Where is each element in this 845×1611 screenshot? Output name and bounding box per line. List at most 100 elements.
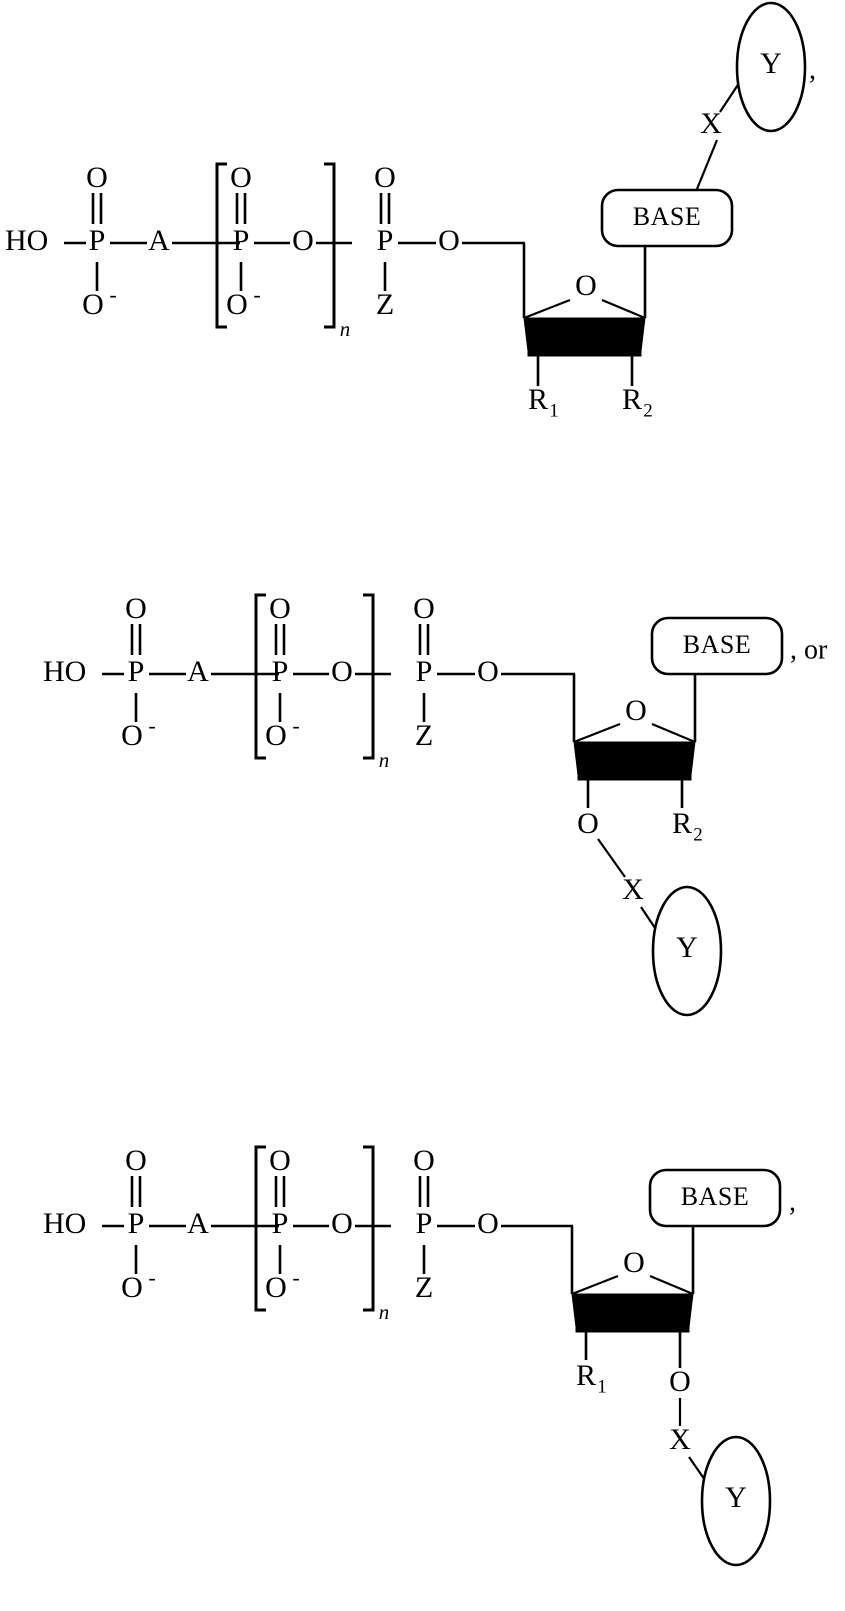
atom-P-repeat-2: P <box>272 655 289 688</box>
charge-minus-alpha-1: - <box>109 282 116 307</box>
atom-O-minus-alpha-3: O <box>121 1271 143 1304</box>
atom-O-double-gamma-3: O <box>413 1144 435 1177</box>
label-R2-subscript-1: 2 <box>643 400 653 421</box>
charge-minus-alpha-2: - <box>148 713 155 738</box>
atom-O-ring-3: O <box>623 1246 645 1279</box>
label-X-1: X <box>700 107 722 140</box>
terminal-punctuation-3: , <box>789 1186 796 1217</box>
structure-2: HO P O O - A P O O - O <box>43 592 828 1017</box>
atom-O-minus-repeat-1: O <box>226 288 248 321</box>
bond-C4prime-Oring-1 <box>523 298 571 320</box>
atom-Z-2: Z <box>415 719 433 752</box>
terminus-label-HO: HO <box>5 224 48 257</box>
label-R2-1: R <box>622 383 642 416</box>
bracket-right-1 <box>324 162 336 329</box>
bond-Oring-C1prime-2 <box>651 722 696 744</box>
base-label-2: BASE <box>683 630 751 659</box>
label-X-3: X <box>669 1423 691 1456</box>
sugar-ring-3: O R 1 O <box>571 1226 695 1398</box>
atom-O-ester-3: O <box>477 1207 499 1240</box>
bond-base-X-1 <box>695 139 719 190</box>
bond-Oring-C1prime-3 <box>649 1274 694 1296</box>
bond-Oring-C1prime-1 <box>601 298 646 320</box>
atom-O-ester-1: O <box>438 224 460 257</box>
atom-O-double-alpha-2: O <box>125 592 147 625</box>
atom-A-3: A <box>187 1207 209 1240</box>
base-label-1: BASE <box>633 202 701 231</box>
y-ellipse-1 <box>735 1 807 133</box>
atom-P-repeat-1: P <box>233 224 250 257</box>
backbone-chain-1: HO P O O - A P O O <box>5 161 526 341</box>
terminal-punctuation-2: , or <box>790 634 828 665</box>
base-box-3: BASE <box>648 1168 782 1228</box>
bracket-left-1 <box>215 162 227 329</box>
atom-O-minus-repeat-2: O <box>265 719 287 752</box>
atom-O-ester-2: O <box>477 655 499 688</box>
atom-O-bridge-2: O <box>331 655 353 688</box>
atom-Z-1: Z <box>376 288 394 321</box>
sugar-ring-2: O O R 2 <box>573 674 703 845</box>
label-R1-1: R <box>528 383 548 416</box>
structure-1: HO P O O - A P O O <box>5 1 816 421</box>
base-box-outline-2 <box>650 616 784 676</box>
atom-O-double-alpha-1: O <box>86 161 108 194</box>
atom-O-double-repeat-3: O <box>269 1144 291 1177</box>
atom-P-alpha-1: P <box>89 224 106 257</box>
atom-A-1: A <box>148 224 170 257</box>
label-Y-3: Y <box>725 1481 747 1514</box>
label-R1-subscript-3: 1 <box>597 1376 607 1397</box>
charge-minus-repeat-1: - <box>253 282 260 307</box>
atom-O-minus-alpha-1: O <box>82 288 104 321</box>
backbone-chain-3: HO P O O - A P O O - O <box>43 1144 574 1324</box>
backbone-chain-2: HO P O O - A P O O - O <box>43 592 576 772</box>
sugar-ring-1: O R 1 R 2 <box>523 247 653 421</box>
terminus-label-HO-2: HO <box>43 655 86 688</box>
base-box-outline-3 <box>648 1168 782 1228</box>
bracket-subscript-n-2: n <box>379 748 390 772</box>
atom-O-bridge-3: O <box>331 1207 353 1240</box>
y-ellipse-3 <box>700 1435 772 1567</box>
terminal-punctuation-1: , <box>809 54 816 85</box>
atom-P-alpha-2: P <box>128 655 145 688</box>
label-Y-2: Y <box>676 931 698 964</box>
structure-3: HO P O O - A P O O - O <box>43 1144 796 1567</box>
base-box-2: BASE <box>650 616 784 676</box>
base-label-3: BASE <box>681 1182 749 1211</box>
bracket-right-2 <box>363 593 375 760</box>
bond-C4prime-Oring-2 <box>573 722 621 744</box>
ring-front-bar-2 <box>577 769 692 781</box>
atom-A-2: A <box>187 655 209 688</box>
atom-O-2prime-3: O <box>669 1365 691 1398</box>
terminus-label-HO-3: HO <box>43 1207 86 1240</box>
linker-XY-1: X Y <box>695 1 807 190</box>
bracket-subscript-n-1: n <box>340 317 351 341</box>
label-R2-2: R <box>672 807 692 840</box>
atom-O-3prime-2: O <box>577 807 599 840</box>
atom-O-double-repeat-1: O <box>230 161 252 194</box>
bond-O-X-2 <box>597 838 626 878</box>
label-R1-subscript-1: 1 <box>549 400 559 421</box>
label-Y-1: Y <box>760 47 782 80</box>
bracket-subscript-n-3: n <box>379 1300 390 1324</box>
linker-XY-2: X Y <box>597 838 723 1017</box>
atom-O-double-gamma-2: O <box>413 592 435 625</box>
bracket-left-2 <box>254 593 266 760</box>
y-ellipse-2 <box>651 885 723 1017</box>
linker-XY-3: X Y <box>669 1398 772 1567</box>
charge-minus-repeat-3: - <box>292 1265 299 1290</box>
label-X-2: X <box>622 873 644 906</box>
label-R1-3: R <box>576 1359 596 1392</box>
bond-C4prime-Oring-3 <box>571 1274 619 1296</box>
atom-P-gamma-2: P <box>416 655 433 688</box>
ring-front-bar-3 <box>575 1321 690 1333</box>
atom-Z-3: Z <box>415 1271 433 1304</box>
atom-O-bridge-1: O <box>292 224 314 257</box>
atom-O-minus-alpha-2: O <box>121 719 143 752</box>
charge-minus-repeat-2: - <box>292 713 299 738</box>
ring-front-bar-1 <box>527 345 642 357</box>
charge-minus-alpha-3: - <box>148 1265 155 1290</box>
base-box-outline-1 <box>600 188 734 248</box>
atom-O-double-alpha-3: O <box>125 1144 147 1177</box>
atom-O-ring-1: O <box>575 269 597 302</box>
